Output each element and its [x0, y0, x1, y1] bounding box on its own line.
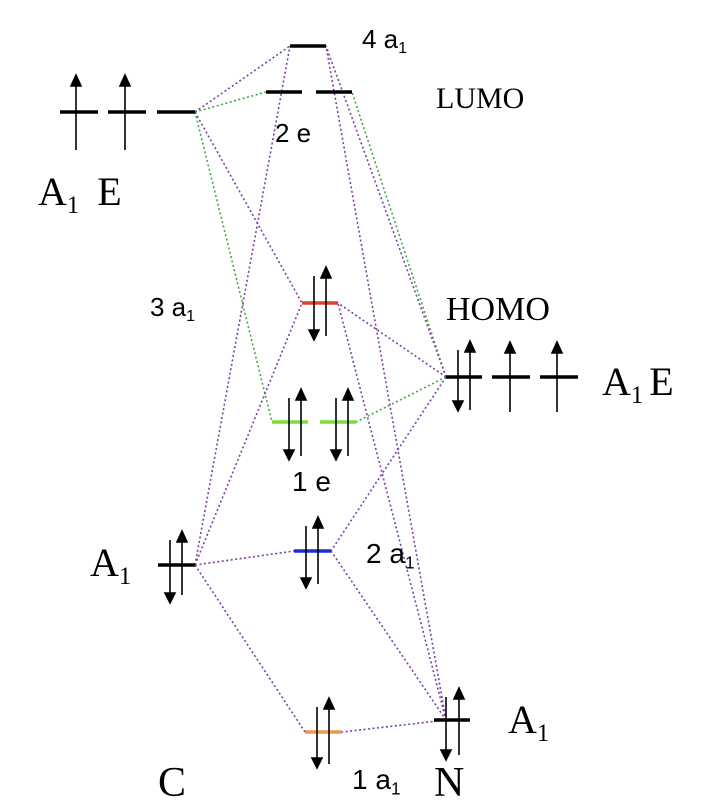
link-n-up-to-2a1	[330, 376, 447, 552]
correlation-lines	[194, 45, 447, 733]
up-arrow-icon	[452, 686, 466, 700]
label-carbon: C	[158, 760, 187, 806]
label-n-lower-symmetry: A1	[508, 697, 550, 747]
up-arrow-icon	[341, 387, 355, 401]
label-nitrogen: N	[434, 760, 465, 806]
down-arrow-icon	[307, 329, 321, 342]
up-arrow-icon	[463, 339, 477, 353]
link-c-e-to-2e	[194, 91, 267, 113]
link-c-up-to-4a1	[194, 45, 291, 113]
mo-levels	[266, 44, 356, 734]
link-c-e-to-1e	[194, 111, 273, 423]
link-n-e-to-1e	[355, 376, 447, 423]
link-c-a1-to-1a1	[194, 564, 306, 733]
up-arrow-icon	[294, 387, 308, 401]
link-c-up-to-3a1	[194, 111, 303, 304]
link-c-a1-to-2a1	[194, 550, 295, 566]
up-arrow-icon	[319, 265, 333, 279]
label-lumo: LUMO	[436, 82, 525, 115]
link-n-up-to-3a1	[337, 302, 447, 378]
up-arrow-icon	[311, 515, 325, 529]
down-arrow-icon	[451, 400, 465, 413]
label-1e: 1 e	[292, 466, 331, 497]
label-3a1: 3 a1	[150, 292, 196, 326]
label-4a1: 4 a1	[362, 24, 408, 58]
down-arrow-icon	[329, 449, 343, 462]
link-c-a1-to-3a1	[194, 302, 303, 566]
label-1a1: 1 a1	[352, 764, 401, 799]
up-arrow-icon	[322, 696, 336, 710]
n-atom-levels	[434, 339, 578, 762]
label-2e: 2 e	[275, 118, 312, 148]
up-arrow-icon	[503, 340, 517, 354]
label-2a1: 2 a1	[366, 538, 415, 573]
mo-electrons	[282, 265, 355, 770]
c-upper-electrons	[69, 73, 132, 150]
down-arrow-icon	[282, 449, 296, 462]
link-n-a1-to-4a1	[325, 45, 447, 721]
c-atom-levels	[60, 73, 195, 605]
label-c-lower-symmetry: A1	[90, 540, 132, 590]
up-arrow-icon	[175, 529, 189, 543]
down-arrow-icon	[299, 577, 313, 590]
n-1s-electrons	[439, 686, 466, 762]
label-homo: HOMO	[446, 291, 550, 328]
down-arrow-icon	[163, 592, 177, 605]
up-arrow-icon	[69, 73, 83, 87]
link-n-a1-to-2a1	[330, 550, 447, 721]
down-arrow-icon	[310, 757, 324, 770]
link-n-a1-to-1a1	[341, 719, 447, 733]
link-n-up-to-4a1	[325, 45, 447, 378]
link-n-e-to-2e	[351, 91, 447, 378]
n-upper-electrons	[451, 339, 564, 413]
c-1s-electrons	[163, 529, 189, 605]
up-arrow-icon	[118, 73, 132, 87]
down-arrow-icon	[439, 749, 453, 762]
up-arrow-icon	[550, 340, 564, 354]
